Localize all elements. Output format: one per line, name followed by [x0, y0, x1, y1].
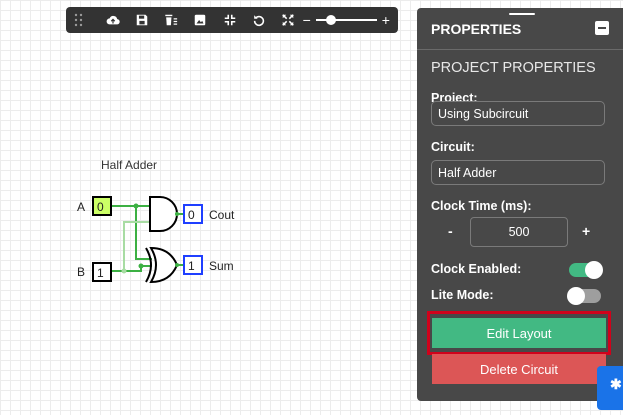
- edit-layout-button[interactable]: Edit Layout: [432, 318, 606, 348]
- and-gate-output-node: [175, 212, 179, 216]
- panel-drag-grip[interactable]: [509, 13, 535, 15]
- toggle-knob: [585, 261, 603, 279]
- drag-handle-icon[interactable]: [74, 13, 84, 27]
- fullscreen-icon[interactable]: [280, 12, 295, 28]
- section-title: PROJECT PROPERTIES: [431, 60, 596, 76]
- input-a-value: 0: [97, 200, 104, 214]
- save-icon[interactable]: [134, 12, 149, 28]
- wire-junction: [121, 268, 127, 274]
- wire-a-xor: [135, 206, 152, 260]
- download-image-icon[interactable]: [193, 12, 208, 28]
- toolbar: − +: [66, 7, 398, 33]
- input-b-pin[interactable]: [92, 262, 112, 282]
- input-b-label: B: [77, 265, 85, 279]
- input-b-value: 1: [97, 266, 104, 280]
- cloud-upload-icon[interactable]: [105, 12, 120, 28]
- zoom-track: [315, 19, 377, 21]
- circuit-title: Half Adder: [101, 158, 158, 172]
- lite-mode-toggle[interactable]: [567, 287, 601, 305]
- delete-circuit-button[interactable]: Delete Circuit: [432, 354, 606, 384]
- output-sum-label: Sum: [209, 259, 234, 273]
- panel-header: PROPERTIES: [417, 8, 623, 50]
- zoom-in-button[interactable]: +: [381, 12, 390, 28]
- edit-layout-highlight: [427, 311, 611, 355]
- compress-icon[interactable]: [222, 12, 237, 28]
- clock-time-increment-button[interactable]: +: [582, 223, 591, 239]
- output-cout-label: Cout: [209, 208, 235, 222]
- clock-time-label: Clock Time (ms):: [431, 199, 532, 213]
- output-sum-pin[interactable]: [183, 255, 203, 275]
- properties-panel: PROPERTIES PROJECT PROPERTIES Project: C…: [417, 8, 623, 401]
- wire-junction: [133, 203, 139, 209]
- circuit-name-input[interactable]: [431, 160, 605, 185]
- circuit-label: Circuit:: [431, 140, 475, 154]
- clock-time-decrement-button[interactable]: -: [448, 223, 453, 239]
- output-cout-value: 0: [188, 208, 195, 222]
- xor-gate[interactable]: [145, 246, 179, 284]
- output-cout-pin[interactable]: [183, 204, 203, 224]
- clock-enabled-toggle[interactable]: [569, 261, 603, 279]
- input-a-label: A: [77, 200, 85, 214]
- minimize-panel-button[interactable]: [595, 21, 609, 35]
- wire-b-and: [123, 221, 150, 271]
- zoom-out-button[interactable]: −: [302, 12, 311, 28]
- output-sum-value: 1: [188, 259, 195, 273]
- project-name-input[interactable]: [431, 101, 605, 126]
- zoom-slider-handle[interactable]: [326, 15, 337, 25]
- toggle-knob: [567, 287, 585, 305]
- gear-icon: ✱: [610, 376, 622, 392]
- settings-widget-button[interactable]: ✱: [597, 366, 623, 410]
- zoom-slider[interactable]: [315, 13, 377, 27]
- delete-icon[interactable]: [163, 12, 178, 28]
- wire-junction: [138, 263, 144, 269]
- and-gate[interactable]: [149, 196, 178, 232]
- panel-title: PROPERTIES: [431, 21, 522, 37]
- input-a-pin[interactable]: [92, 196, 112, 216]
- wire-b-xor: [111, 265, 152, 272]
- undo-icon[interactable]: [251, 12, 266, 28]
- clock-time-input[interactable]: [470, 217, 568, 247]
- xor-gate-output-node: [175, 263, 179, 267]
- clock-enabled-label: Clock Enabled:: [431, 262, 522, 276]
- lite-mode-label: Lite Mode:: [431, 288, 494, 302]
